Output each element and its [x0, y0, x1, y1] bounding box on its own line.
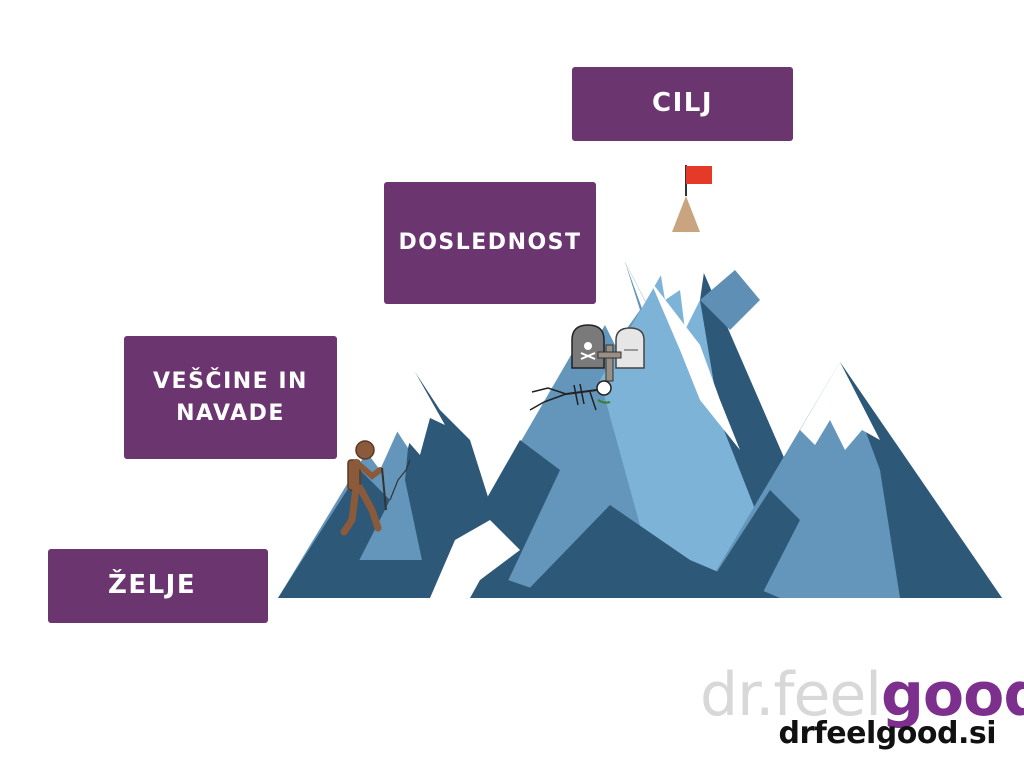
brand-logo: dr.feelgood drfeelgood.si — [700, 660, 1024, 760]
logo-dr-part: dr.feel — [700, 660, 882, 730]
skills-habits-text-line2: NAVADE — [176, 400, 285, 426]
flag-icon — [672, 165, 712, 232]
skills-habits-label: VEŠČINE IN NAVADE — [124, 336, 337, 459]
right-mountain — [700, 362, 1002, 598]
consistency-text: DOSLEDNOST — [398, 230, 582, 256]
tombstone-skull-icon — [571, 324, 605, 369]
desires-label: ŽELJE — [48, 549, 268, 623]
logo-wordmark: dr.feelgood — [700, 660, 1024, 730]
skeleton-icon — [529, 380, 612, 411]
consistency-label: DOSLEDNOST — [384, 182, 596, 304]
desires-text: ŽELJE — [108, 570, 197, 601]
tombstone-rip-icon — [615, 327, 645, 369]
goal-text: CILJ — [652, 88, 713, 119]
logo-good-part: good — [880, 660, 1024, 730]
cross-icon — [597, 344, 622, 382]
logo-url: drfeelgood.si — [778, 716, 996, 751]
skills-habits-text-line1: VEŠČINE IN — [153, 368, 308, 394]
climber-icon — [340, 440, 411, 536]
foreground-ridge — [278, 505, 780, 598]
goal-label: CILJ — [572, 67, 793, 141]
